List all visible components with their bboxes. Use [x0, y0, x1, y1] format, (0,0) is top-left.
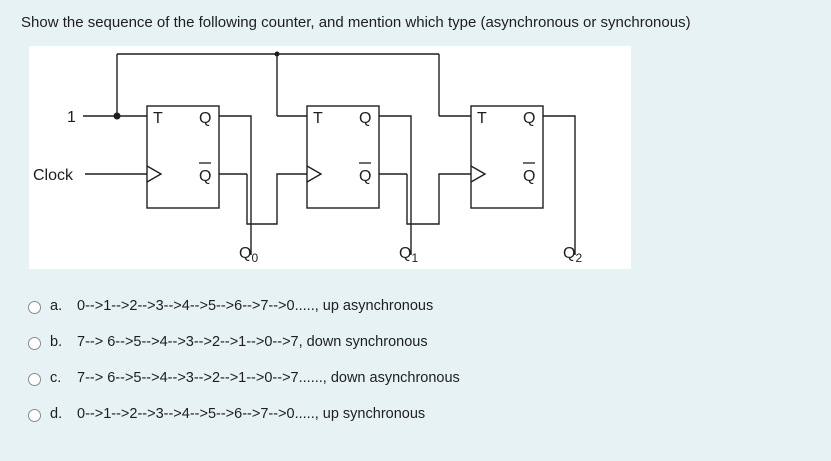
ff2-qbar-label: Q	[523, 168, 535, 185]
ff1-qbar-label: Q	[359, 168, 371, 185]
option-text: 7--> 6-->5-->4-->3-->2-->1-->0-->7, down…	[77, 334, 428, 350]
option-d[interactable]: d. 0-->1-->2-->3-->4-->5-->6-->7-->0....…	[28, 406, 460, 442]
flip-flop-1	[306, 105, 380, 209]
circuit-svg: 1 Clock T Q Q T Q Q T Q Q Q0 Q1	[33, 51, 582, 265]
ff0-q-label: Q	[199, 110, 211, 127]
output-q2-label: Q2	[563, 245, 582, 265]
output-q0-label: Q0	[239, 245, 258, 265]
radio-c[interactable]	[28, 373, 41, 386]
radio-b[interactable]	[28, 337, 41, 350]
ff1-t-label: T	[313, 110, 323, 127]
radio-d[interactable]	[28, 409, 41, 422]
option-letter: b.	[50, 334, 63, 350]
option-text: 0-->1-->2-->3-->4-->5-->6-->7-->0....., …	[77, 298, 434, 314]
option-c[interactable]: c. 7--> 6-->5-->4-->3-->2-->1-->0-->7...…	[28, 370, 460, 406]
option-text: 7--> 6-->5-->4-->3-->2-->1-->0-->7......…	[77, 370, 460, 386]
output-q1-label: Q1	[399, 245, 418, 265]
option-text: 0-->1-->2-->3-->4-->5-->6-->7-->0....., …	[77, 406, 426, 422]
clock-label: Clock	[33, 167, 74, 184]
flip-flop-2	[470, 105, 544, 209]
ff0-t-label: T	[153, 110, 163, 127]
option-letter: c.	[50, 370, 62, 386]
ff2-q-label: Q	[523, 110, 535, 127]
input-one-label: 1	[67, 109, 76, 126]
option-b[interactable]: b. 7--> 6-->5-->4-->3-->2-->1-->0-->7, d…	[28, 334, 460, 370]
option-letter: d.	[50, 406, 63, 422]
answer-options: a. 0-->1-->2-->3-->4-->5-->6-->7-->0....…	[28, 298, 460, 442]
radio-a[interactable]	[28, 301, 41, 314]
option-a[interactable]: a. 0-->1-->2-->3-->4-->5-->6-->7-->0....…	[28, 298, 460, 334]
counter-circuit-diagram: 1 Clock T Q Q T Q Q T Q Q Q0 Q1	[29, 46, 631, 269]
question-text: Show the sequence of the following count…	[21, 14, 691, 31]
ff2-t-label: T	[477, 110, 487, 127]
ff1-q-label: Q	[359, 110, 371, 127]
ff0-qbar-label: Q	[199, 168, 211, 185]
option-letter: a.	[50, 298, 63, 314]
flip-flop-0	[146, 105, 220, 209]
junction-dot	[113, 112, 121, 120]
junction-dot	[274, 51, 280, 57]
